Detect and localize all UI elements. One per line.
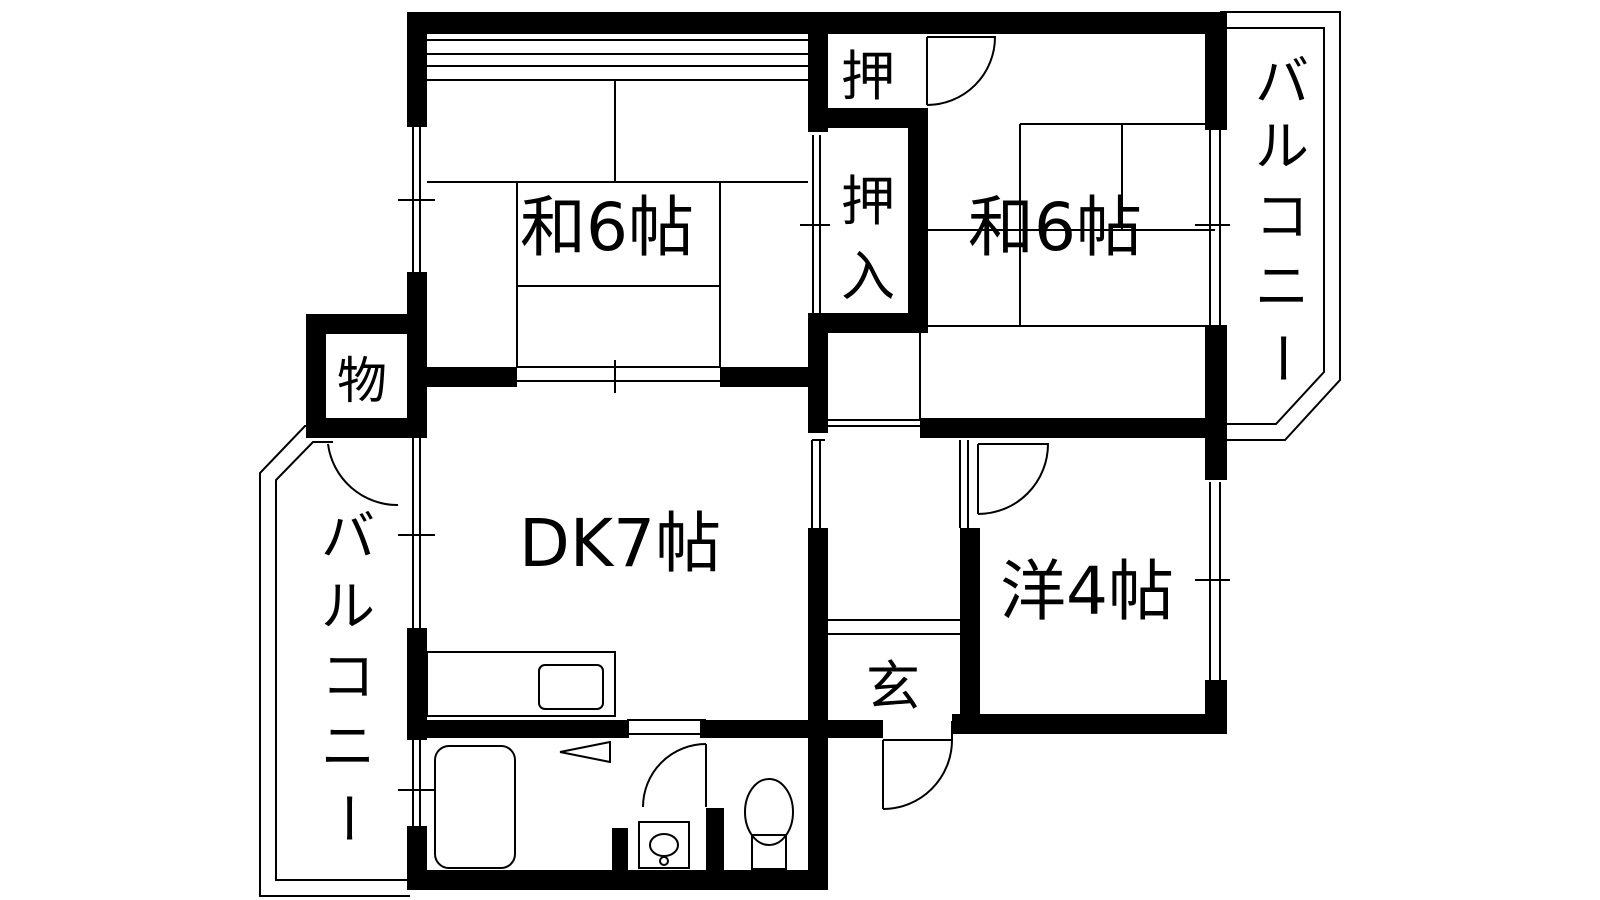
room-label-oshiire-small: 押 [841, 45, 895, 108]
balcony-east-char: ー [1250, 331, 1313, 385]
balcony-east-label: バ ル コ ニ ー [1250, 50, 1313, 385]
toilet [744, 778, 794, 870]
balcony-west-char: ー [316, 791, 379, 845]
balcony-west-char: コ [321, 645, 375, 708]
balcony-west-char: ル [321, 575, 375, 638]
balcony-west-char: ニ [321, 715, 375, 778]
room-label-dk: DK7帖 [519, 505, 721, 582]
door-swings [327, 36, 1050, 810]
room-label-genkan: 玄 [866, 655, 920, 718]
balcony-east-char: コ [1255, 185, 1309, 248]
kitchen-counter [426, 651, 616, 717]
washbasin [638, 821, 690, 869]
balcony-east-char: バ [1255, 50, 1309, 113]
balcony-west-label: バ ル コ ニ ー [316, 505, 379, 845]
room-label-storage: 物 [337, 352, 387, 410]
walls [306, 12, 1227, 890]
balcony-west-char: バ [321, 505, 375, 568]
bathtub [434, 740, 611, 869]
room-label-washitsu-west: 和6帖 [520, 189, 694, 266]
balcony-east [1220, 11, 1341, 441]
tatami-lines [427, 39, 1215, 635]
room-label-oshiire-tall-1: 押 [841, 170, 895, 233]
window-marks [398, 125, 1230, 830]
balcony-east-char: ル [1255, 115, 1309, 178]
balcony-east-char: ニ [1255, 255, 1309, 318]
room-label-oshiire-tall-2: 入 [841, 245, 895, 308]
room-label-youshitsu: 洋4帖 [1000, 553, 1174, 630]
room-label-washitsu-east: 和6帖 [968, 189, 1142, 266]
